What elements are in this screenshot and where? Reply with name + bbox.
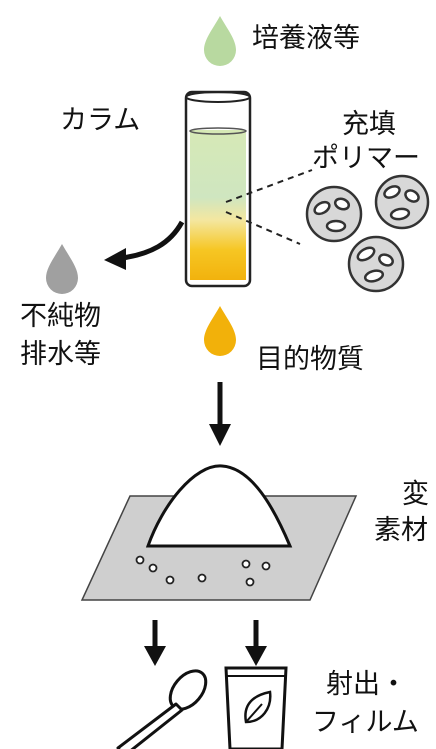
column-icon <box>184 90 252 288</box>
polymer-bead-icon <box>374 174 430 230</box>
impurity-label-1: 不純物 <box>20 301 101 332</box>
culture-fluid-label: 培養液等 <box>252 23 360 54</box>
packing-polymer-label-1: 充填 <box>342 109 396 140</box>
spoon-icon <box>116 669 208 749</box>
impurity-drop-icon <box>46 244 78 294</box>
polymer-bead-icon <box>305 185 363 243</box>
material-heap-icon <box>80 464 358 601</box>
product-label-1: 射出・ <box>326 669 407 700</box>
leaf-bag-icon <box>224 666 288 749</box>
conversion-label-2: 素材 <box>374 515 428 546</box>
culture-fluid-drop-icon <box>204 16 236 66</box>
conversion-label-1: 変 <box>402 479 429 510</box>
product-label-2: フィルム <box>312 707 419 738</box>
polymer-bead-icon <box>347 235 405 293</box>
target-substance-drop-icon <box>204 306 236 356</box>
packing-polymer-label-2: ポリマー <box>312 143 420 174</box>
impurity-label-2: 排水等 <box>20 339 101 370</box>
column-label: カラム <box>60 105 141 136</box>
target-substance-label: 目的物質 <box>256 344 364 375</box>
